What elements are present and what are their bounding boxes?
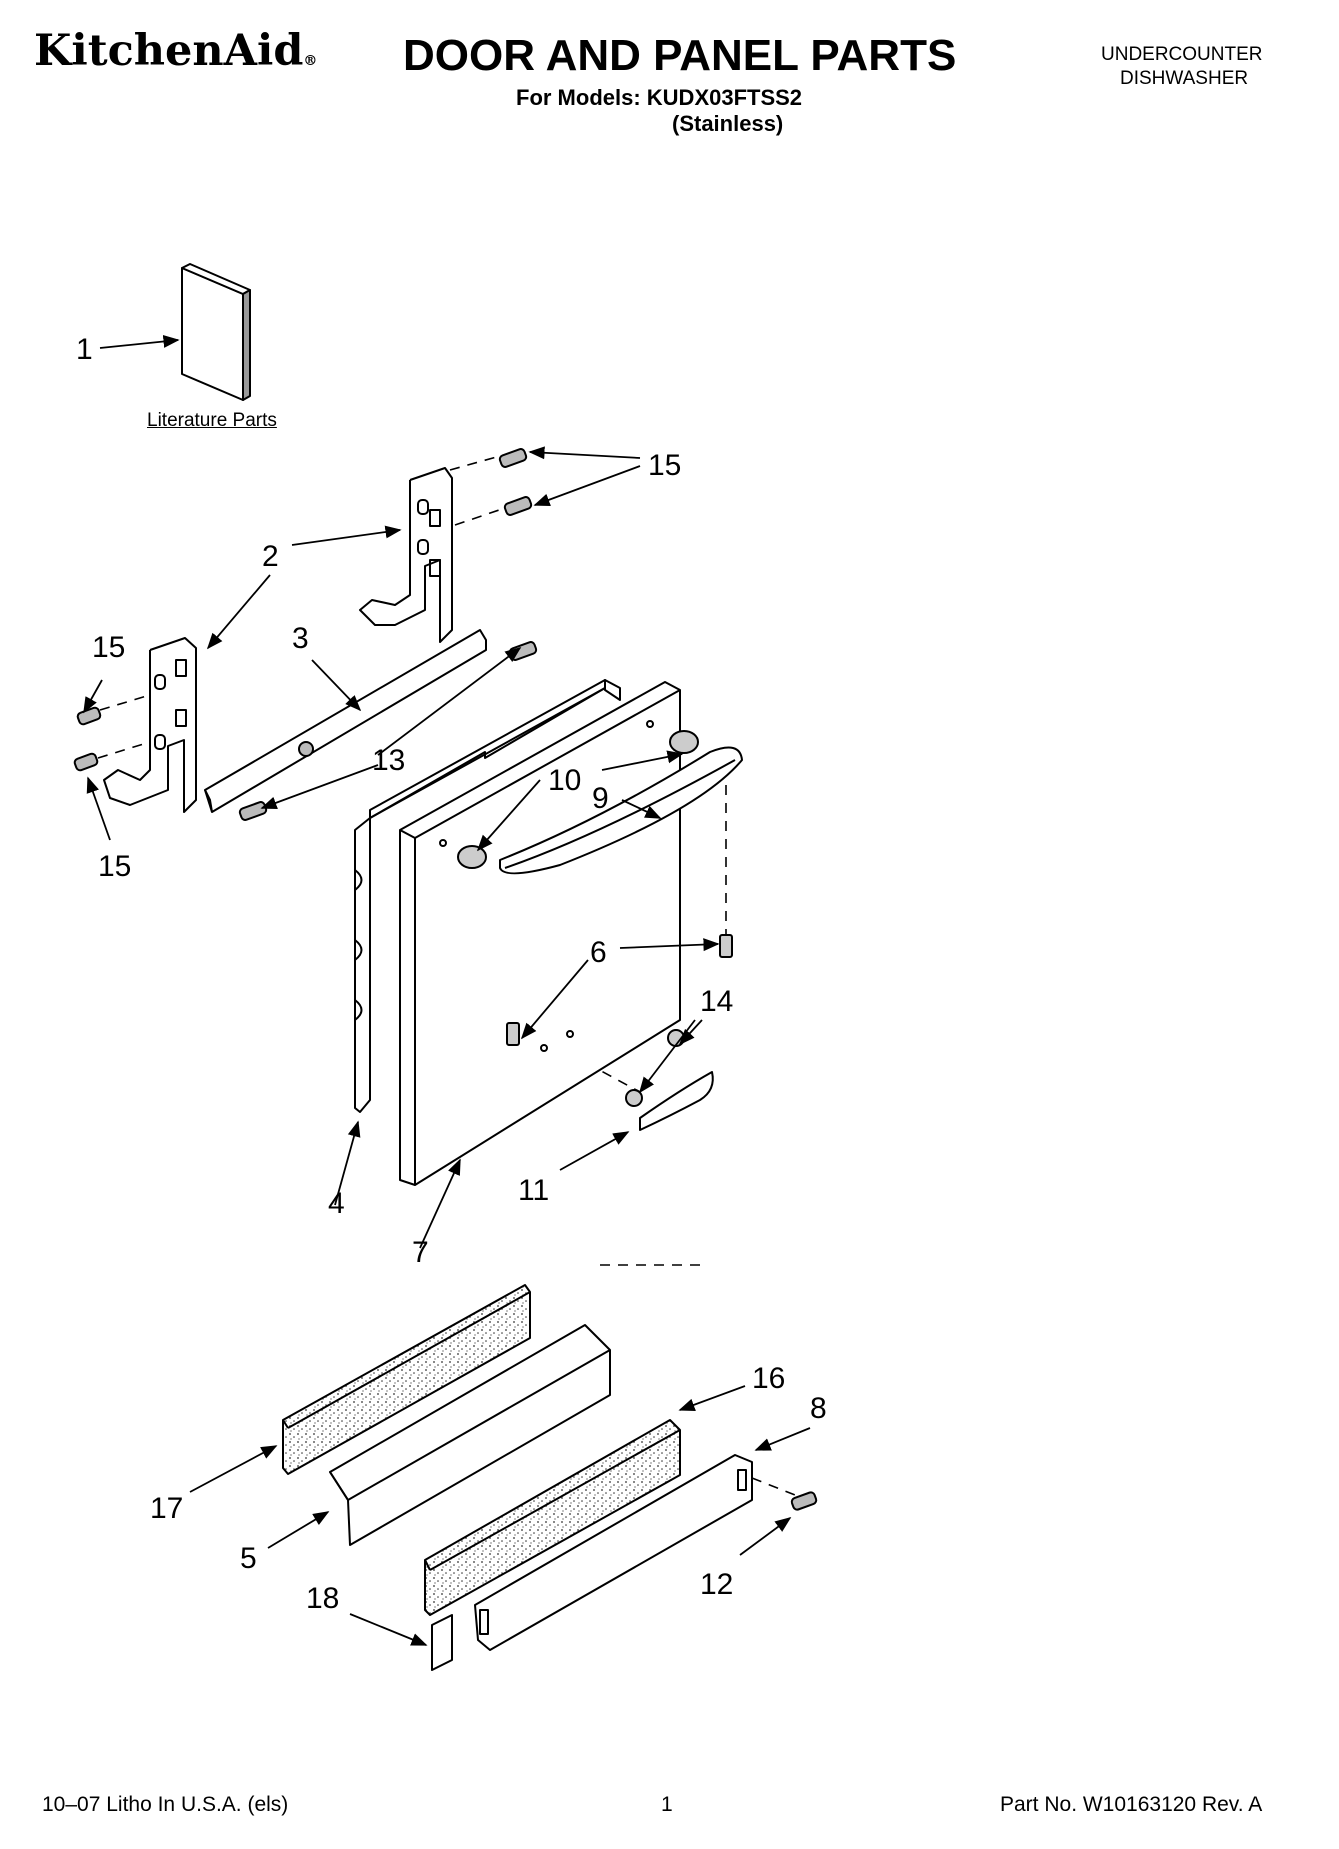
literature-parts-label: Literature Parts	[147, 410, 277, 431]
panel-clip	[431, 1614, 453, 1671]
callout-9: 9	[592, 782, 609, 815]
page-title: DOOR AND PANEL PARTS	[403, 31, 957, 80]
appliance-type-line2: DISHWASHER	[1120, 68, 1249, 89]
kick-plate	[474, 1454, 753, 1651]
registered-mark: ®	[303, 53, 318, 69]
hinge-bracket-right	[359, 467, 453, 643]
callout-15-top: 15	[648, 449, 681, 482]
appliance-type-line1: UNDERCOUNTER	[1101, 44, 1263, 65]
kick-plate-screw	[790, 1491, 818, 1511]
callout-3: 3	[292, 622, 309, 655]
handle-stud	[506, 934, 733, 1046]
models-line: For Models: KUDX03FTSS2	[516, 85, 803, 110]
callout-11: 11	[518, 1174, 549, 1207]
outer-door-panel	[399, 681, 681, 1186]
callout-17: 17	[150, 1492, 183, 1525]
callout-8: 8	[810, 1392, 827, 1425]
brand-logo: KitchenAid®	[34, 30, 317, 73]
trim-nut	[625, 1029, 685, 1107]
upper-toe-panel	[329, 1324, 611, 1546]
hinge-bracket-left	[103, 637, 197, 813]
callout-2: 2	[262, 540, 279, 573]
door-trim-badge	[639, 1071, 714, 1131]
callout-16: 16	[752, 1362, 785, 1395]
callout-13: 13	[372, 744, 405, 777]
callout-5: 5	[240, 1542, 257, 1575]
brand-name: KitchenAid	[34, 26, 304, 76]
print-info: 10–07 Litho In U.S.A. (els)	[42, 1793, 289, 1816]
callout-1: 1	[76, 333, 93, 366]
support-rail	[204, 629, 487, 813]
upper-insulation-strip	[282, 1284, 531, 1475]
callout-10: 10	[548, 764, 581, 797]
part-number: Part No. W10163120 Rev. A	[1000, 1793, 1263, 1816]
door-handle	[499, 746, 743, 875]
literature-booklet	[181, 263, 251, 401]
callout-15-left-upper: 15	[92, 631, 125, 664]
lower-insulation-strip	[424, 1419, 681, 1616]
finish-label: (Stainless)	[672, 111, 784, 136]
door-liner-panel	[354, 679, 621, 1113]
callout-18: 18	[306, 1582, 339, 1615]
callout-15-left-lower: 15	[98, 850, 131, 883]
callout-7: 7	[412, 1236, 429, 1269]
callout-4: 4	[328, 1187, 345, 1220]
page-number: 1	[661, 1793, 673, 1816]
handle-spacer	[457, 730, 699, 869]
callout-6: 6	[590, 936, 607, 969]
callout-14: 14	[700, 985, 733, 1018]
callout-12: 12	[700, 1568, 733, 1601]
